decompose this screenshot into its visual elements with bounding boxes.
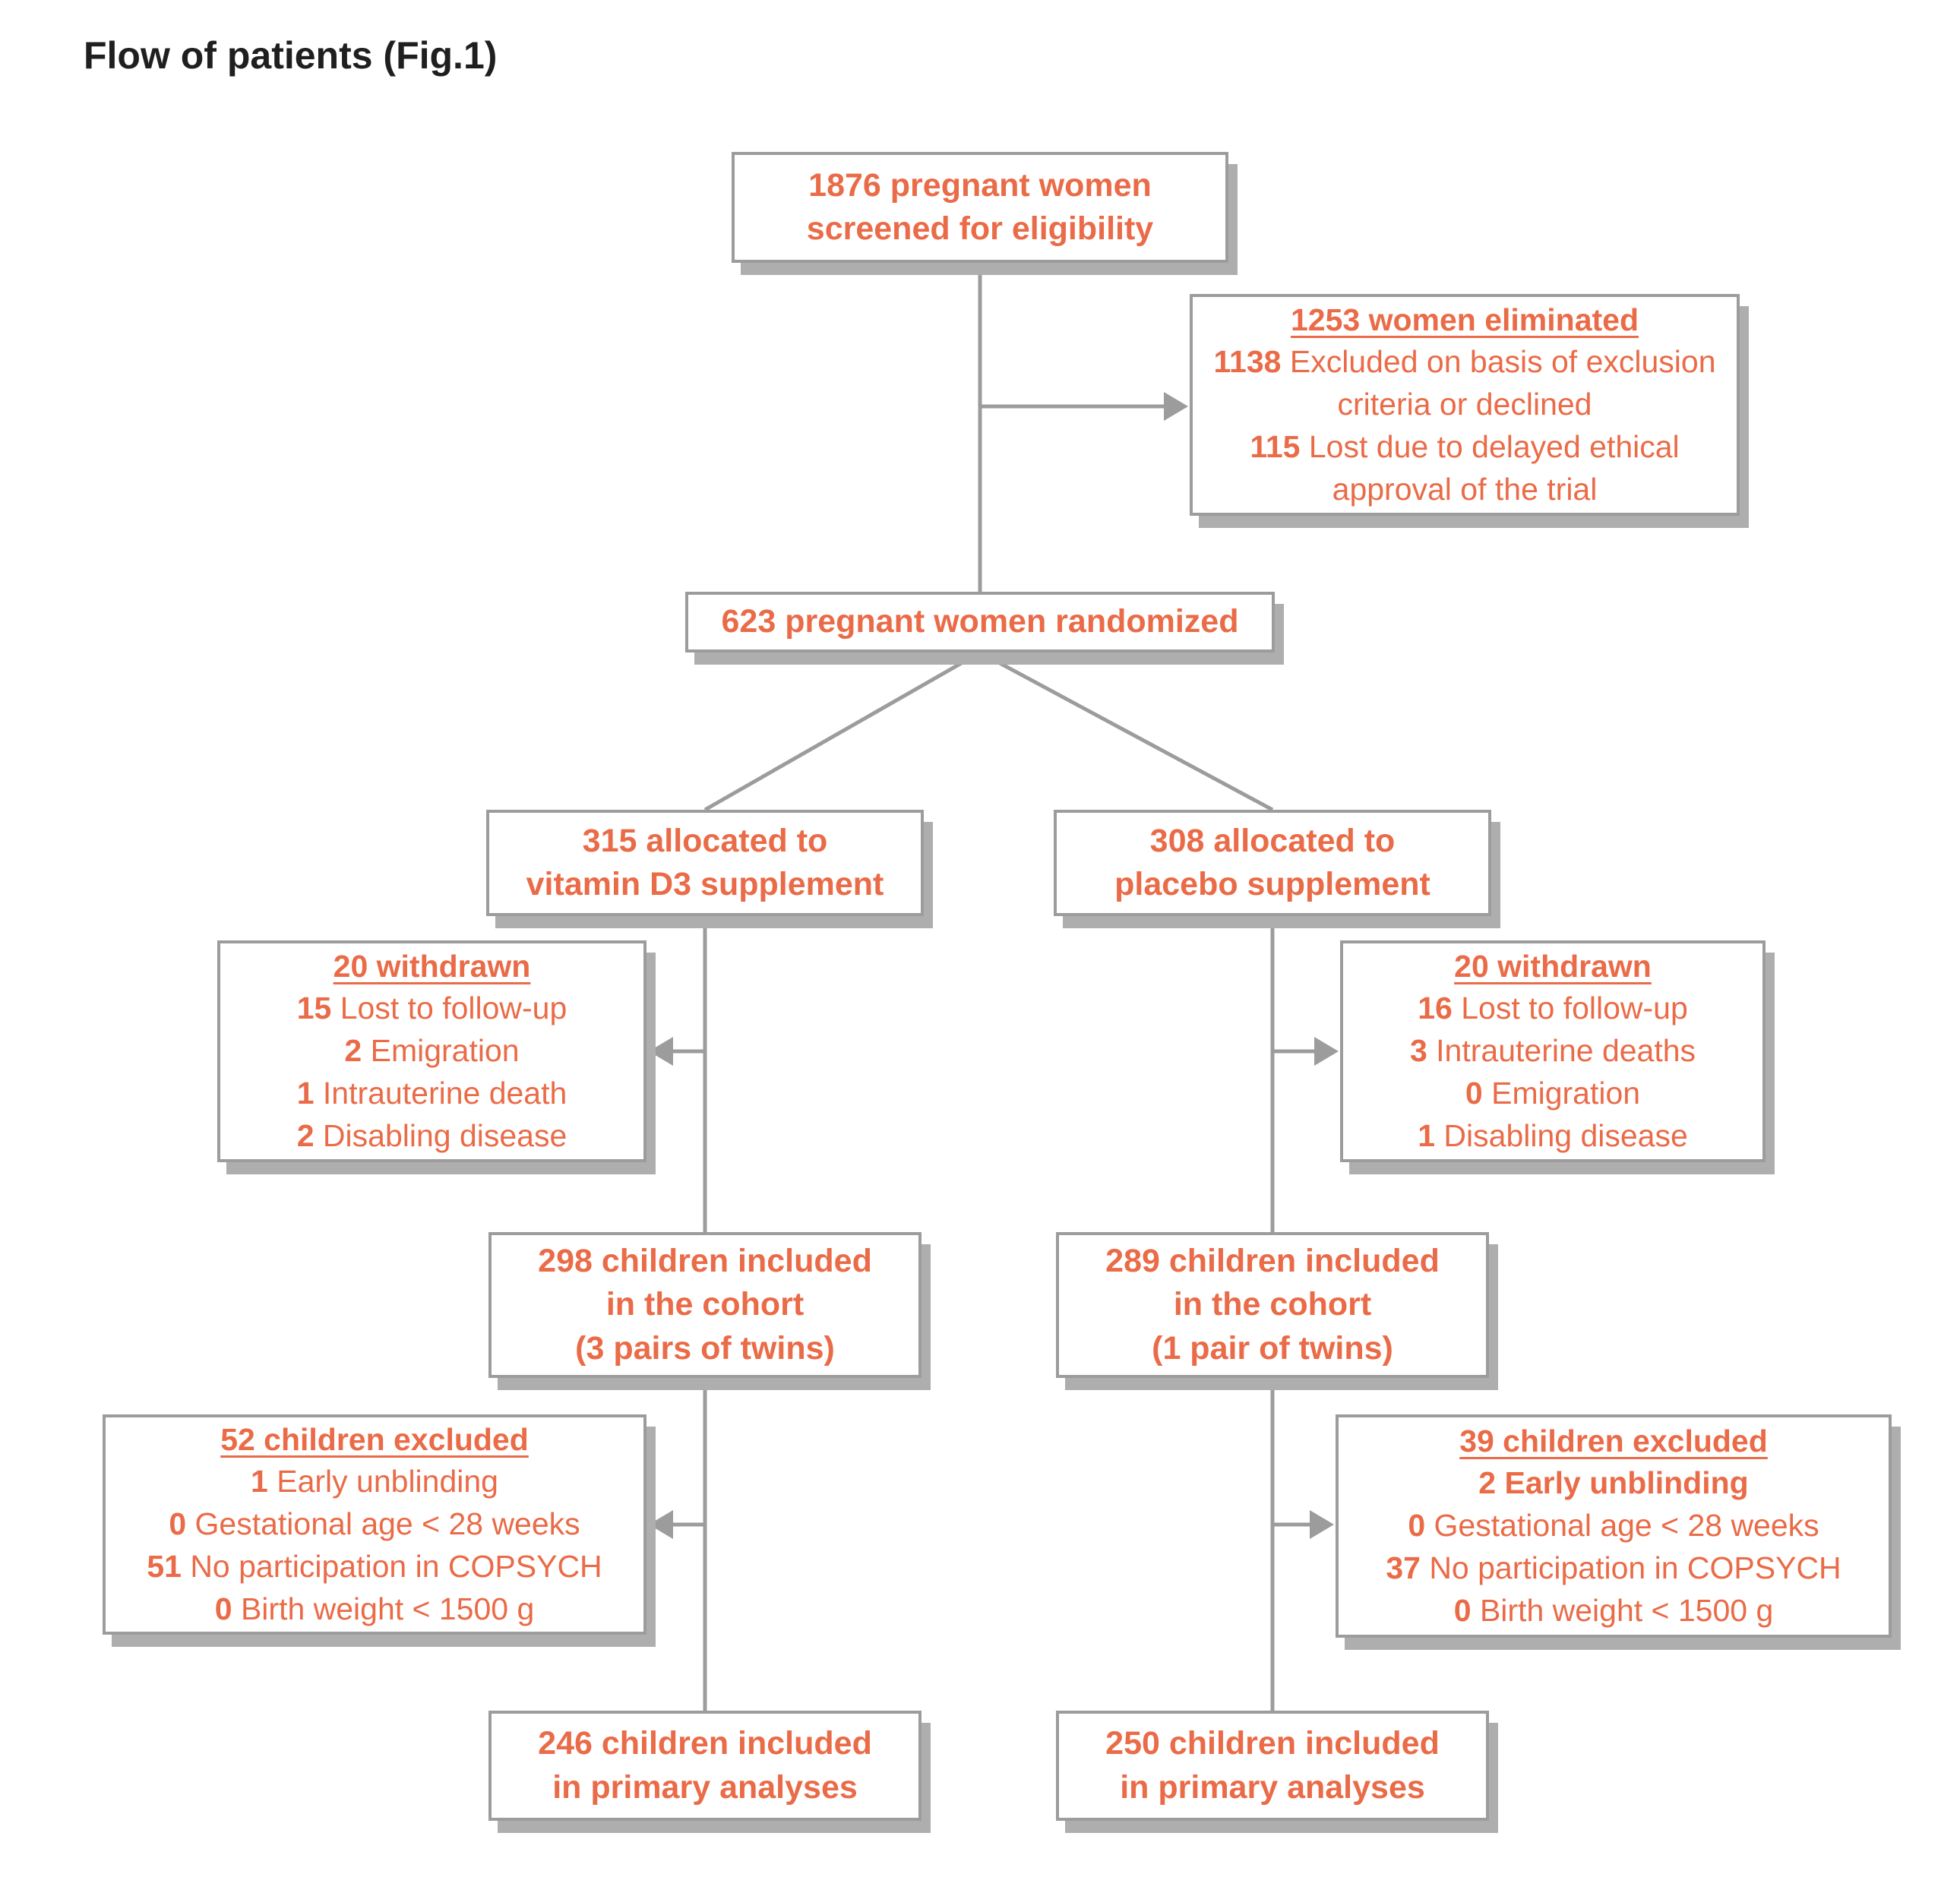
label: Lost to follow-up: [1461, 991, 1688, 1026]
arrowhead-right-withdrawn-placebo-icon: [1314, 1037, 1339, 1066]
box-line: 2 Emigration: [228, 1030, 636, 1073]
box-header: 39 children excluded: [1459, 1423, 1768, 1458]
box-withdrawn-d3: 20 withdrawn 15 Lost to follow-up 2 Emig…: [217, 940, 646, 1162]
box-line: 15 Lost to follow-up: [228, 988, 636, 1030]
box-line: 308 allocated to: [1149, 822, 1396, 859]
count: 1: [251, 1464, 268, 1499]
box-line: 115 Lost due to delayed ethical approval…: [1200, 426, 1729, 511]
box-header: 20 withdrawn: [333, 948, 531, 984]
box-primary-d3: 246 children included in primary analyse…: [488, 1711, 922, 1821]
box-line: in primary analyses: [1120, 1768, 1425, 1806]
box-line: 16 Lost to follow-up: [1351, 988, 1755, 1030]
count: 37: [1386, 1550, 1421, 1585]
count: 51: [147, 1548, 182, 1584]
box-line: 2 Early unblinding: [1346, 1462, 1881, 1505]
label: No participation in COPSYCH: [190, 1548, 602, 1584]
box-allocated-vitamin-d3: 315 allocated to vitamin D3 supplement: [486, 810, 924, 916]
box-primary-placebo: 250 children included in primary analyse…: [1056, 1711, 1489, 1821]
box-line: 246 children included: [538, 1725, 872, 1762]
box-line: 0 Gestational age < 28 weeks: [113, 1503, 636, 1546]
count: 1138: [1213, 344, 1282, 380]
flow-lines: [673, 263, 1314, 1711]
box-header: 1253 women eliminated: [1290, 302, 1639, 337]
count: 2: [1478, 1465, 1497, 1501]
box-line: 1876 pregnant women: [808, 166, 1152, 204]
box-randomized: 623 pregnant women randomized: [685, 592, 1275, 653]
arrowhead-right-eliminated-icon: [1164, 392, 1188, 421]
label: Disabling disease: [322, 1117, 567, 1153]
box-line: in the cohort: [1173, 1286, 1372, 1323]
box-allocated-placebo: 308 allocated to placebo supplement: [1054, 810, 1491, 916]
count: 115: [1250, 428, 1301, 464]
box-line: 3 Intrauterine deaths: [1351, 1030, 1755, 1073]
label: Birth weight < 1500 g: [1479, 1592, 1774, 1628]
arrowhead-right-excluded-placebo-icon: [1310, 1510, 1334, 1539]
arrowhead-left-excluded-d3-icon: [649, 1510, 673, 1539]
box-screened-eligibility: 1876 pregnant women screened for eligibi…: [732, 152, 1228, 263]
box-line: 0 Emigration: [1351, 1073, 1755, 1115]
box-line: 2 Disabling disease: [228, 1115, 636, 1158]
label: Excluded on basis of exclusion criteria …: [1289, 344, 1716, 422]
box-line: 1 Early unblinding: [113, 1461, 636, 1503]
label: Disabling disease: [1443, 1117, 1688, 1153]
count: 1: [1418, 1117, 1436, 1153]
box-line: 37 No participation in COPSYCH: [1346, 1547, 1881, 1590]
box-line: (1 pair of twins): [1152, 1329, 1393, 1367]
box-excluded-d3: 52 children excluded 1 Early unblinding …: [103, 1414, 646, 1635]
box-line: 0 Gestational age < 28 weeks: [1346, 1505, 1881, 1547]
label: Emigration: [1491, 1075, 1641, 1111]
box-cohort-d3: 298 children included in the cohort (3 p…: [488, 1232, 922, 1378]
box-line: 298 children included: [538, 1243, 872, 1280]
count: 16: [1418, 991, 1453, 1026]
box-cohort-placebo: 289 children included in the cohort (1 p…: [1056, 1232, 1489, 1378]
box-line: in primary analyses: [552, 1768, 858, 1806]
box-line: 1 Disabling disease: [1351, 1115, 1755, 1158]
label: Gestational age < 28 weeks: [194, 1506, 580, 1542]
box-line: in the cohort: [605, 1286, 805, 1323]
count: 2: [344, 1033, 362, 1069]
label: No participation in COPSYCH: [1429, 1550, 1841, 1585]
count: 0: [1465, 1075, 1483, 1111]
box-excluded-placebo: 39 children excluded 2 Early unblinding …: [1336, 1414, 1892, 1638]
box-line: 289 children included: [1105, 1243, 1440, 1280]
label: Lost due to delayed ethical approval of …: [1308, 428, 1680, 507]
box-header: 20 withdrawn: [1454, 948, 1652, 984]
box-line: 315 allocated to: [582, 822, 828, 859]
count: 0: [1453, 1592, 1472, 1628]
box-line: 0 Birth weight < 1500 g: [1346, 1590, 1881, 1632]
arrowhead-left-withdrawn-d3-icon: [649, 1037, 673, 1066]
count: 15: [296, 991, 332, 1026]
box-line: 623 pregnant women randomized: [721, 603, 1239, 640]
count: 0: [1408, 1508, 1426, 1544]
label: Birth weight < 1500 g: [240, 1591, 535, 1626]
count: 0: [169, 1506, 187, 1542]
count: 0: [214, 1591, 232, 1626]
label: Gestational age < 28 weeks: [1434, 1508, 1819, 1544]
label: Emigration: [370, 1033, 520, 1069]
box-line: 51 No participation in COPSYCH: [113, 1546, 636, 1588]
box-withdrawn-placebo: 20 withdrawn 16 Lost to follow-up 3 Intr…: [1340, 940, 1766, 1162]
label: Intrauterine deaths: [1436, 1033, 1696, 1069]
label: Intrauterine death: [322, 1075, 567, 1111]
box-line: placebo supplement: [1114, 866, 1430, 902]
box-line: 1138 Excluded on basis of exclusion crit…: [1200, 341, 1729, 426]
box-women-eliminated: 1253 women eliminated 1138 Excluded on b…: [1190, 294, 1740, 516]
box-line: screened for eligibility: [806, 210, 1154, 247]
label: Lost to follow-up: [340, 991, 567, 1026]
label: Early unblinding: [1504, 1465, 1749, 1501]
box-line: 250 children included: [1105, 1725, 1440, 1762]
count: 1: [296, 1075, 315, 1111]
box-line: vitamin D3 supplement: [526, 866, 884, 902]
count: 2: [296, 1117, 315, 1153]
label: Early unblinding: [277, 1464, 498, 1499]
box-line: 0 Birth weight < 1500 g: [113, 1588, 636, 1631]
box-line: 1 Intrauterine death: [228, 1073, 636, 1115]
count: 3: [1409, 1033, 1427, 1069]
page-title: Flow of patients (Fig.1): [84, 34, 498, 77]
box-header: 52 children excluded: [220, 1421, 529, 1457]
box-line: (3 pairs of twins): [575, 1329, 835, 1367]
